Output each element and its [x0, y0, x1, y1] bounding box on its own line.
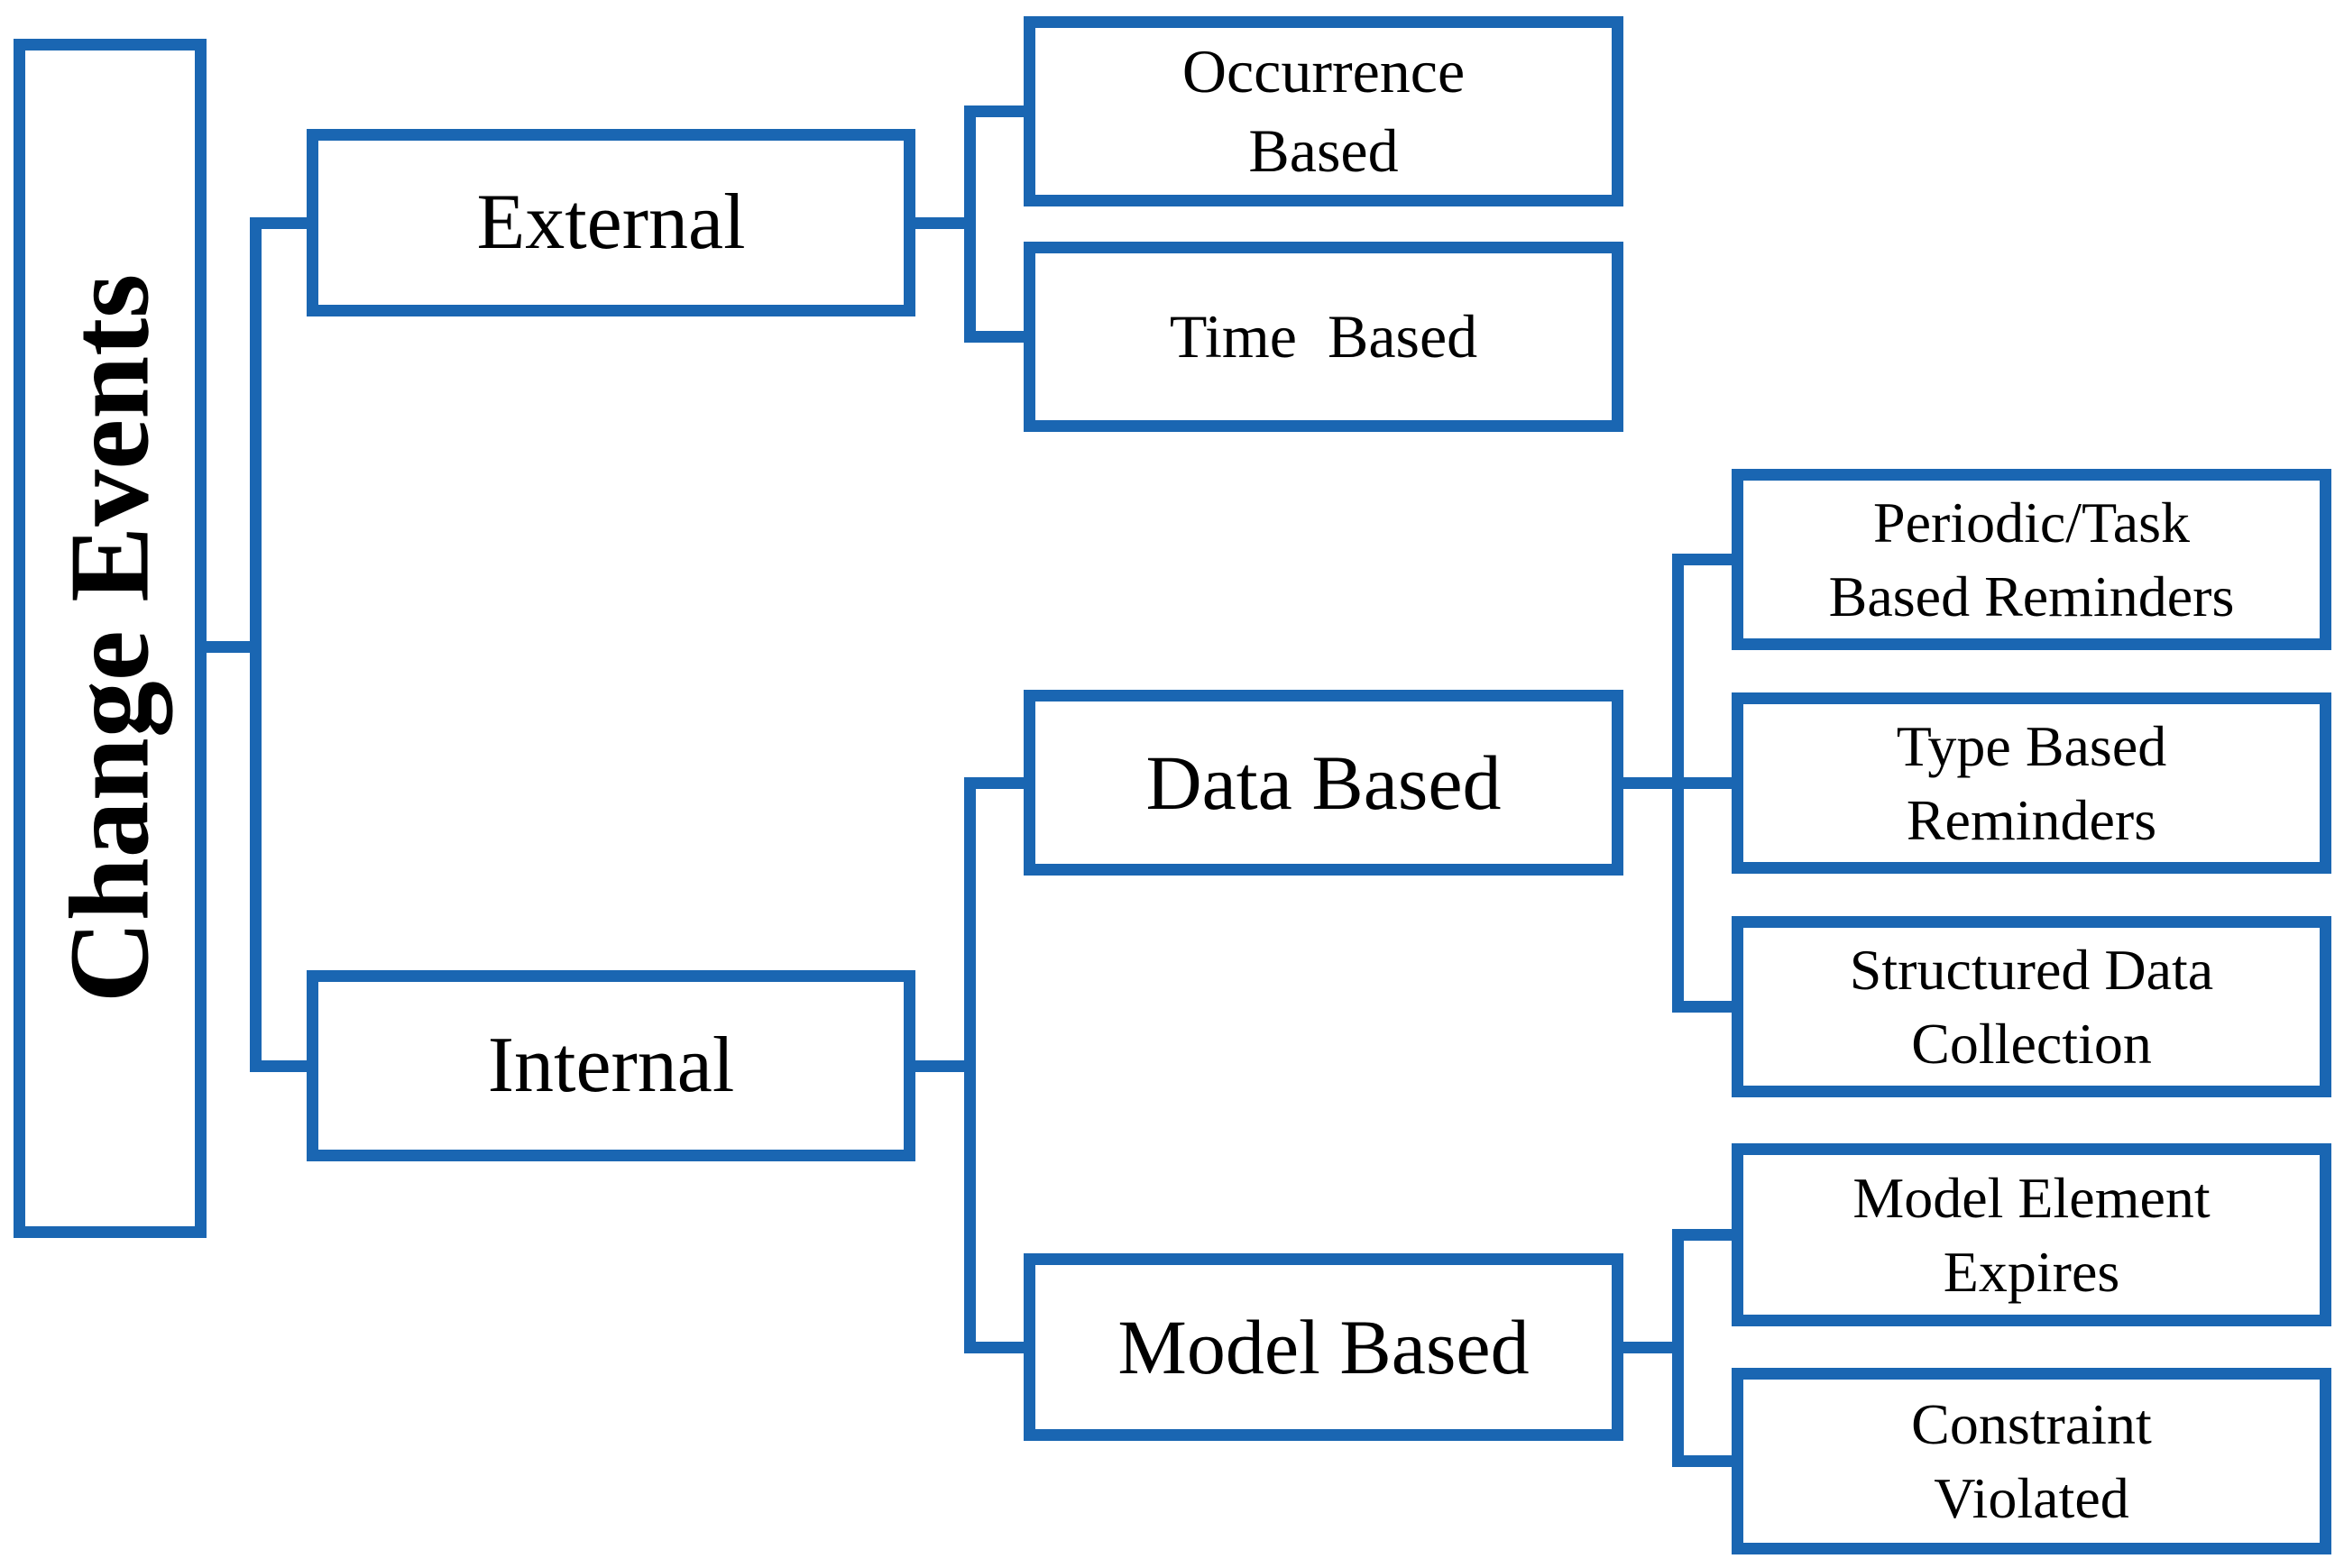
- node-constraint-violated-label: Constraint Violated: [1911, 1391, 2152, 1530]
- connector-root-stub: [207, 641, 262, 653]
- node-internal-label: Internal: [487, 1021, 735, 1109]
- node-time-based: Time Based: [1024, 242, 1623, 432]
- connector-model-bracket: [1672, 1229, 1684, 1467]
- connector-internal-bracket: [964, 777, 976, 1353]
- node-data-based-label: Data Based: [1145, 738, 1502, 826]
- node-type-based-reminders-label: Type Based Reminders: [1896, 713, 2167, 852]
- connector-external-bracket: [964, 105, 976, 343]
- node-external: External: [307, 129, 915, 316]
- node-occurrence-based: Occurrence Based: [1024, 16, 1623, 206]
- node-periodic-task-based-reminders-label: Periodic/Task Based Reminders: [1828, 490, 2235, 628]
- connector-internal-out-stub: [915, 1060, 976, 1072]
- connector-data-stub: [964, 777, 1024, 789]
- node-periodic-task-based-reminders: Periodic/Task Based Reminders: [1732, 469, 2331, 650]
- node-internal: Internal: [307, 970, 915, 1161]
- connector-data-bracket: [1672, 554, 1684, 1013]
- node-model-based-label: Model Based: [1117, 1303, 1530, 1390]
- node-model-element-expires-label: Model Element Expires: [1852, 1165, 2211, 1304]
- connector-internal-in-stub: [250, 1060, 307, 1072]
- node-model-based: Model Based: [1024, 1253, 1623, 1441]
- node-structured-data-collection: Structured Data Collection: [1732, 916, 2331, 1097]
- connector-model-stub: [964, 1342, 1024, 1353]
- connector-constraint-stub: [1672, 1455, 1732, 1467]
- connector-external-in-stub: [250, 217, 307, 229]
- connector-root-trunk: [250, 217, 262, 1072]
- node-external-label: External: [476, 178, 746, 266]
- node-type-based-reminders: Type Based Reminders: [1732, 692, 2331, 874]
- node-occurrence-based-label: Occurrence Based: [1181, 37, 1466, 185]
- node-structured-data-collection-label: Structured Data Collection: [1849, 937, 2214, 1076]
- connector-structured-stub: [1672, 1001, 1732, 1013]
- node-time-based-label: Time Based: [1169, 301, 1478, 371]
- connector-time-stub: [964, 331, 1024, 343]
- connector-external-out-stub: [915, 217, 976, 229]
- connector-periodic-stub: [1672, 554, 1732, 565]
- node-change-events: Change Events: [14, 39, 207, 1238]
- connector-model-out-stub: [1623, 1342, 1684, 1353]
- connector-model-element-stub: [1672, 1229, 1732, 1241]
- node-constraint-violated: Constraint Violated: [1732, 1368, 2331, 1554]
- node-model-element-expires: Model Element Expires: [1732, 1143, 2331, 1326]
- connector-occurrence-stub: [964, 105, 1024, 117]
- node-change-events-label: Change Events: [47, 273, 173, 1004]
- node-data-based: Data Based: [1024, 690, 1623, 876]
